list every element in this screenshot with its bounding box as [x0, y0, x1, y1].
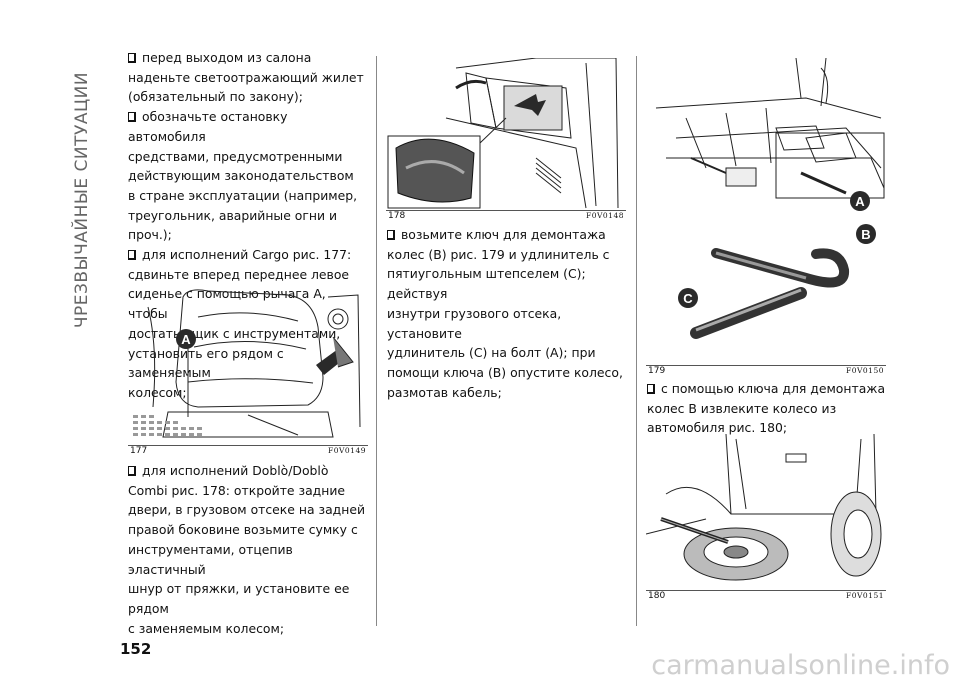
figure-177-caption: 177 F0V0149 [130, 446, 366, 456]
tools-illustration: A B C [655, 58, 885, 339]
column-divider-1 [376, 56, 377, 626]
label-b-text: B [861, 227, 870, 242]
figure-number: 179 [648, 366, 666, 376]
label-b-marker [856, 224, 876, 244]
figure-code: F0V0151 [846, 591, 884, 600]
column2-text: возьмите ключ для демонтажа колес (B) ри… [387, 225, 632, 402]
checkbox-bullet-icon [128, 250, 136, 261]
list-item: с помощью ключа для демонтажа колес B из… [647, 381, 886, 436]
label-a-text: A [181, 332, 191, 347]
label-a-text: A [855, 194, 865, 209]
checkbox-bullet-icon [647, 384, 655, 394]
label-c-text: C [683, 291, 693, 306]
spare-wheel-illustration [646, 434, 882, 581]
figure-179: A B C [646, 58, 886, 366]
figure-179-caption: 179 F0V0150 [648, 366, 884, 376]
figure-177: A [128, 287, 368, 446]
figure-180-caption: 180 F0V0151 [648, 591, 884, 601]
column-divider-2 [636, 56, 637, 626]
figure-number: 180 [648, 591, 666, 601]
checkbox-bullet-icon [387, 230, 395, 240]
column1-text-bottom: для исполнений Doblò/Doblò Combi рис. 17… [128, 461, 373, 638]
list-item: для исполнений Cargo рис. 177: сдвиньте … [128, 247, 352, 400]
figure-180 [646, 434, 886, 591]
figure-code: F0V0148 [586, 211, 624, 220]
figure-number: 178 [388, 211, 406, 221]
checkbox-bullet-icon [128, 466, 136, 476]
seat-lever-illustration: A [133, 289, 361, 438]
label-c-marker [678, 288, 698, 308]
section-title: ЧРЕЗВЫЧАЙНЫЕ СИТУАЦИИ [72, 71, 92, 329]
checkbox-bullet-icon [128, 53, 136, 63]
section-title-vertical: ЧРЕЗВЫЧАЙНЫЕ СИТУАЦИИ [62, 40, 102, 360]
page-number: 152 [120, 640, 152, 658]
checkbox-bullet-icon [128, 112, 136, 123]
column1-text-top: перед выходом из салона наденьте светоот… [128, 48, 368, 403]
watermark: carmanualsonline.info [651, 650, 950, 681]
list-item: для исполнений Doblò/Doblò Combi рис. 17… [128, 463, 366, 636]
label-a-marker [176, 329, 196, 349]
figure-178 [386, 58, 626, 211]
figure-code: F0V0150 [846, 366, 884, 375]
figure-number: 177 [130, 446, 148, 456]
list-item: возьмите ключ для демонтажа колес (B) ри… [387, 227, 623, 400]
list-item: перед выходом из салона наденьте светоот… [128, 50, 364, 105]
figure-code: F0V0149 [328, 446, 366, 455]
label-a-marker [850, 191, 870, 211]
column3-text: с помощью ключа для демонтажа колес B из… [647, 379, 892, 438]
list-item: обозначьте остановку автомобиля средства… [128, 109, 358, 243]
cargo-bag-illustration [387, 58, 619, 209]
figure-178-caption: 178 F0V0148 [388, 211, 624, 221]
